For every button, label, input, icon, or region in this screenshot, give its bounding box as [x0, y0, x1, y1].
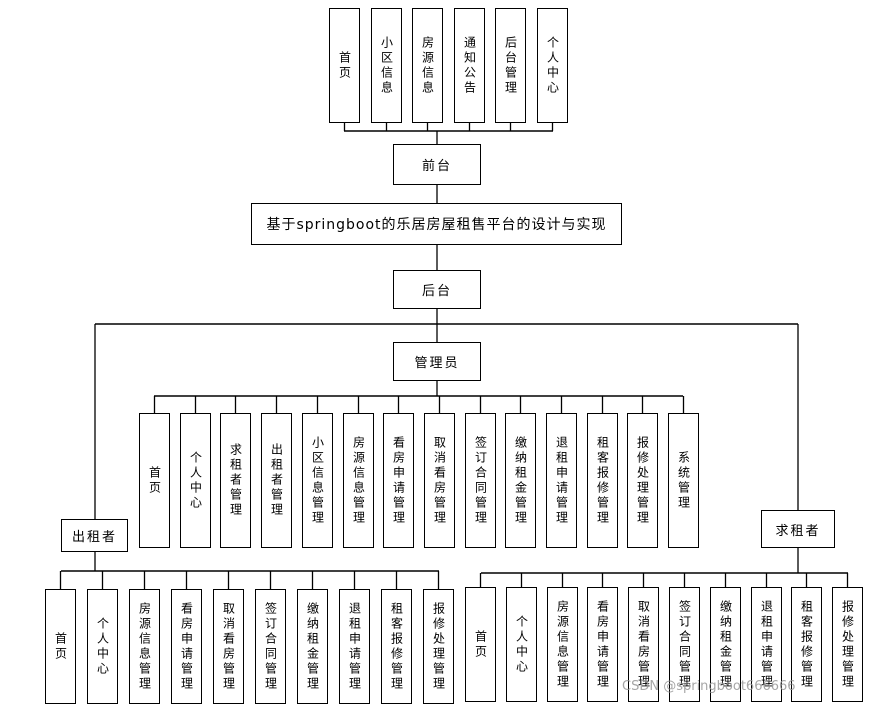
landlord-module-4: 看房申请管理 — [171, 589, 202, 704]
admin-module-13: 报修处理管理 — [627, 413, 658, 548]
tenant-module-3: 房源信息管理 — [547, 587, 578, 702]
landlord-module-9: 租客报修管理 — [381, 589, 412, 704]
landlord-module-8: 退租申请管理 — [339, 589, 370, 704]
admin-module-1: 首页 — [139, 413, 170, 548]
tenant-box: 求租者 — [761, 510, 835, 548]
tenant-module-6: 签订合同管理 — [669, 587, 700, 702]
frontend-module-4: 通知公告 — [454, 8, 485, 123]
tenant-module-7: 缴纳租金管理 — [710, 587, 741, 702]
admin-module-5: 小区信息管理 — [302, 413, 333, 548]
admin-module-4: 出租者管理 — [261, 413, 292, 548]
admin-module-7: 看房申请管理 — [383, 413, 414, 548]
tenant-module-8: 退租申请管理 — [751, 587, 782, 702]
landlord-module-7: 缴纳租金管理 — [297, 589, 328, 704]
admin-module-9: 签订合同管理 — [465, 413, 496, 548]
frontend-module-3: 房源信息 — [412, 8, 443, 123]
tenant-module-10: 报修处理管理 — [832, 587, 863, 702]
frontend-box: 前台 — [393, 144, 481, 185]
landlord-box: 出租者 — [61, 519, 128, 552]
landlord-module-6: 签订合同管理 — [255, 589, 286, 704]
landlord-module-10: 报修处理管理 — [423, 589, 454, 704]
landlord-module-5: 取消看房管理 — [213, 589, 244, 704]
backend-box: 后台 — [393, 270, 481, 309]
csdn-watermark: CSDN @springboot666666 — [622, 679, 796, 694]
admin-module-10: 缴纳租金管理 — [505, 413, 536, 548]
admin-module-12: 租客报修管理 — [587, 413, 618, 548]
frontend-module-1: 首页 — [329, 8, 360, 123]
admin-module-14: 系统管理 — [668, 413, 699, 548]
admin-module-3: 求租者管理 — [220, 413, 251, 548]
landlord-module-2: 个人中心 — [87, 589, 118, 704]
frontend-module-2: 小区信息 — [371, 8, 402, 123]
admin-module-8: 取消看房管理 — [424, 413, 455, 548]
tenant-module-9: 租客报修管理 — [791, 587, 822, 702]
admin-module-11: 退租申请管理 — [546, 413, 577, 548]
frontend-module-6: 个人中心 — [537, 8, 568, 123]
frontend-module-5: 后台管理 — [495, 8, 526, 123]
tenant-module-4: 看房申请管理 — [587, 587, 618, 702]
landlord-module-3: 房源信息管理 — [129, 589, 160, 704]
system-title-box: 基于springboot的乐居房屋租售平台的设计与实现 — [251, 203, 622, 245]
tenant-module-1: 首页 — [465, 587, 496, 702]
tenant-module-2: 个人中心 — [506, 587, 537, 702]
admin-box: 管理员 — [393, 342, 481, 381]
tenant-module-5: 取消看房管理 — [628, 587, 659, 702]
landlord-module-1: 首页 — [45, 589, 76, 704]
admin-module-2: 个人中心 — [180, 413, 211, 548]
admin-module-6: 房源信息管理 — [343, 413, 374, 548]
